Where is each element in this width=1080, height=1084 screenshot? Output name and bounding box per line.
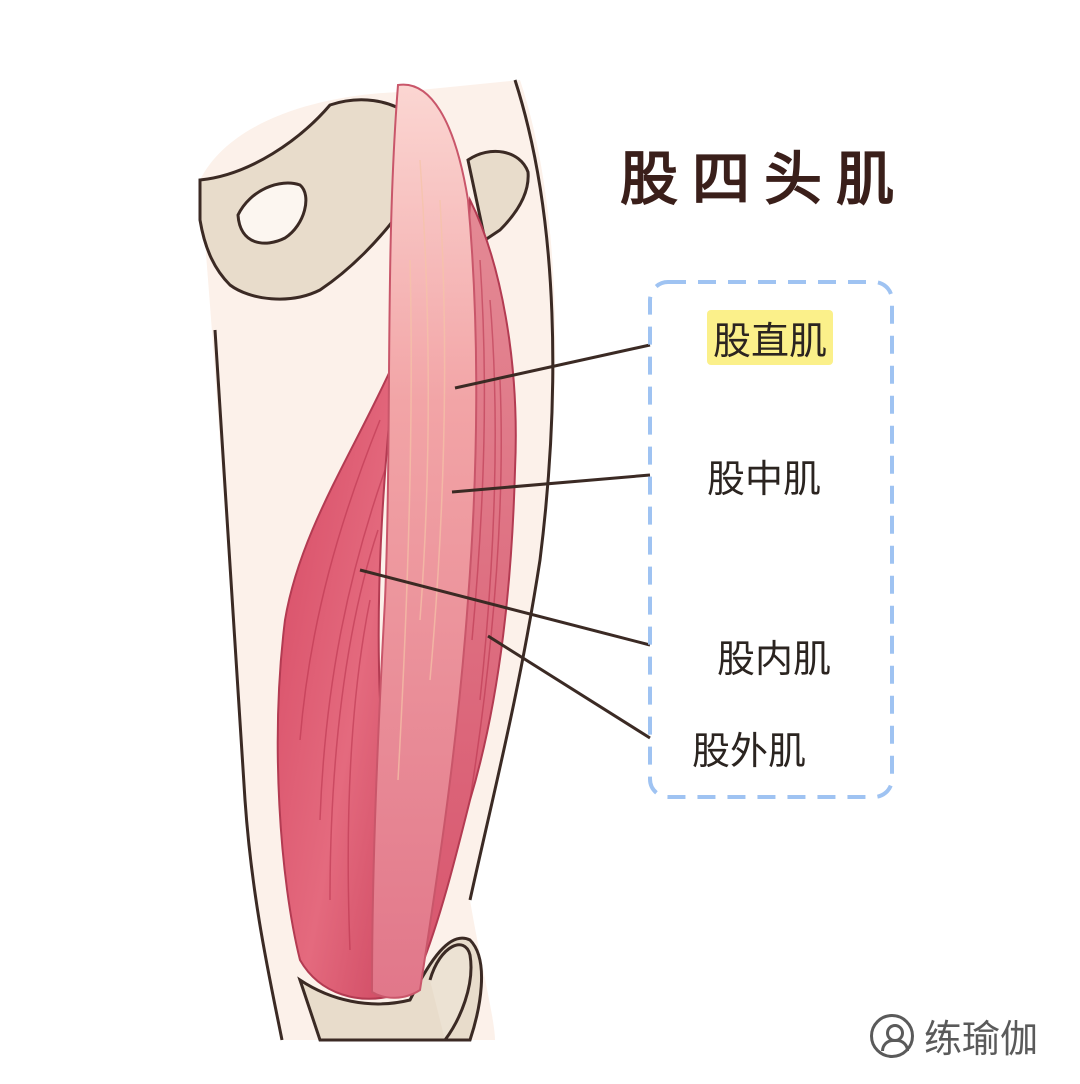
label-vastus-lateralis: 股外肌 xyxy=(692,729,807,773)
person-circle-icon xyxy=(870,1013,914,1058)
femur-head xyxy=(466,150,530,243)
label-vastus-intermedius: 股中肌 xyxy=(707,457,822,501)
label-rectus-femoris: 股直肌 xyxy=(707,310,834,365)
brand-watermark: 练瑜伽 xyxy=(870,1008,1038,1063)
diagram-title: 股四头肌 xyxy=(620,145,909,213)
brand-name: 练瑜伽 xyxy=(924,1017,1039,1061)
muscle-fibers xyxy=(299,259,502,951)
label-box xyxy=(648,280,894,799)
vastus-medialis-muscle xyxy=(276,359,397,1000)
leader-lines xyxy=(359,343,651,740)
label-vastus-medialis: 股内肌 xyxy=(717,637,832,681)
